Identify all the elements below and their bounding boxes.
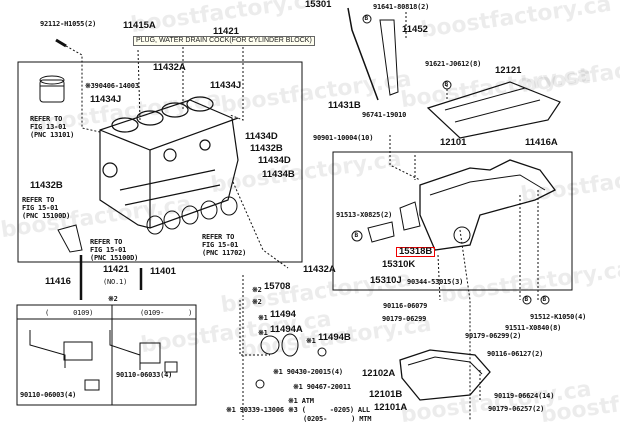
reference-note[interactable]: REFER TO FIG 15-01 (PNC 15100D) (90, 238, 139, 262)
part-label[interactable]: 11494 (270, 309, 296, 320)
bolt-marker: B (524, 296, 529, 303)
part-label[interactable]: ※390406-14003 (85, 82, 139, 90)
oil-pan-lower-drawing (399, 349, 491, 401)
oil-pan-frame (332, 151, 573, 291)
piston-drawing (39, 75, 65, 103)
part-label[interactable]: 90110-06033(4) (116, 371, 173, 379)
table-header-col1: ( 0109) (45, 309, 94, 317)
footnote-marker: ※2 (252, 298, 262, 306)
gasket-drawing (399, 201, 421, 231)
part-label[interactable]: 12101 (440, 137, 467, 148)
part-label[interactable]: 96741-19010 (362, 111, 407, 119)
part-label[interactable]: 90344-53015(3) (407, 278, 464, 286)
bolt-marker: B (354, 232, 359, 239)
bearings-drawing (146, 196, 238, 235)
part-label-note: (NO.1) (103, 278, 128, 286)
part-label[interactable]: 15301 (305, 0, 332, 10)
bolt-marker: B (542, 296, 547, 303)
reference-note[interactable]: REFER TO FIG 15-01 (PNC 11702) (202, 233, 247, 257)
o-ring-drawing (260, 335, 280, 355)
part-label[interactable]: 11431B (328, 100, 361, 111)
part-label[interactable]: 91512-K1050(4) (530, 313, 587, 321)
dipstick-guide-drawing (379, 19, 399, 96)
part-label[interactable]: 91621-J0612(8) (425, 60, 482, 68)
highlighted-part-label[interactable]: 15318B (396, 247, 436, 257)
part-label[interactable]: 91641-80818(2) (373, 3, 430, 11)
part-label[interactable]: 12121 (495, 65, 522, 76)
part-label[interactable]: 90116-06079 (383, 302, 428, 310)
part-label[interactable]: 15310K (382, 259, 416, 270)
part-label[interactable]: 15708 (264, 281, 291, 292)
part-label[interactable]: 11432A (303, 264, 336, 275)
cylinder-block-frame (17, 61, 303, 263)
table-header-col2: (0109- ) (140, 309, 193, 317)
footnote-text: ※1 ATM (288, 397, 314, 405)
part-label[interactable]: 11432A (153, 62, 186, 73)
part-label[interactable]: 11421 (213, 26, 239, 37)
part-label[interactable]: ※1 90430-20015(4) (273, 368, 343, 376)
part-label[interactable]: 91513-X0825(2) (336, 211, 393, 219)
oil-pan-upper-drawing (419, 159, 556, 251)
footnote-marker: ※1 (258, 314, 268, 322)
footnote-marker: ※2 (108, 295, 118, 303)
part-label[interactable]: 12102A (362, 368, 396, 379)
footnote-text: ※3 ( -0205) ALL (288, 406, 370, 414)
part-label[interactable]: 11494B (318, 332, 351, 343)
footnote-text: (0205- ) MTM (303, 415, 372, 423)
part-label[interactable]: 11415A (123, 20, 156, 31)
part-label[interactable]: ※1 90467-20011 (293, 383, 351, 391)
part-label[interactable]: 90179-06299 (382, 315, 427, 323)
part-label[interactable]: 90179-06257(2) (488, 405, 545, 413)
cylinder-block-drawing (99, 96, 239, 229)
part-label[interactable]: 11416A (525, 137, 558, 148)
part-label[interactable]: 11416 (45, 276, 71, 287)
bolt-marker: B (444, 81, 449, 88)
part-label[interactable]: ※1 90339-13006 (226, 406, 284, 414)
part-tooltip: PLUG, WATER DRAIN COCK(FOR CYLINDER BLOC… (133, 36, 315, 46)
part-label[interactable]: 90119-06624(14) (494, 392, 555, 400)
reference-note[interactable]: REFER TO FIG 13-01 (PNC 13101) (30, 115, 75, 139)
bearing-cap-drawing (57, 224, 83, 253)
part-label[interactable]: 11434J (210, 80, 242, 91)
part-label[interactable]: 90179-06299(2) (465, 332, 522, 340)
variant-table-frame (16, 304, 197, 406)
part-label[interactable]: 11434D (258, 155, 291, 166)
oil-strainer-drawing (367, 221, 395, 243)
footnote-marker: ※1 (306, 337, 316, 345)
part-label[interactable]: 11421 (103, 264, 129, 275)
bolt-marker-circles (351, 14, 550, 305)
part-label[interactable]: 11434B (262, 169, 295, 180)
baffle-plate-drawing (426, 81, 561, 139)
part-label[interactable]: 12101A (374, 402, 408, 413)
part-label[interactable]: 12101B (369, 389, 403, 400)
part-label[interactable]: 11434D (245, 131, 278, 142)
bolt-marker: B (364, 15, 369, 22)
part-label[interactable]: 11401 (150, 266, 176, 277)
part-label[interactable]: 90901-10004(10) (313, 134, 374, 142)
part-label[interactable]: 15310J (370, 275, 402, 286)
part-label[interactable]: 90110-06003(4) (20, 391, 77, 399)
part-label[interactable]: 11452 (402, 24, 428, 35)
part-label[interactable]: 11432B (30, 180, 63, 191)
footnote-marker: ※2 (252, 286, 262, 294)
part-label[interactable]: 91511-X0840(8) (505, 324, 562, 332)
footnote-marker: ※1 (258, 329, 268, 337)
part-label[interactable]: 11432B (250, 143, 283, 154)
part-label[interactable]: 11434J (90, 94, 122, 105)
part-label[interactable]: 90116-06127(2) (487, 350, 544, 358)
part-label[interactable]: 11494A (270, 324, 303, 335)
part-label[interactable]: 92112-H1055(2) (40, 20, 97, 28)
reference-note[interactable]: REFER TO FIG 15-01 (PNC 15100D) (22, 196, 71, 220)
dipstick-drawing (347, 7, 379, 101)
